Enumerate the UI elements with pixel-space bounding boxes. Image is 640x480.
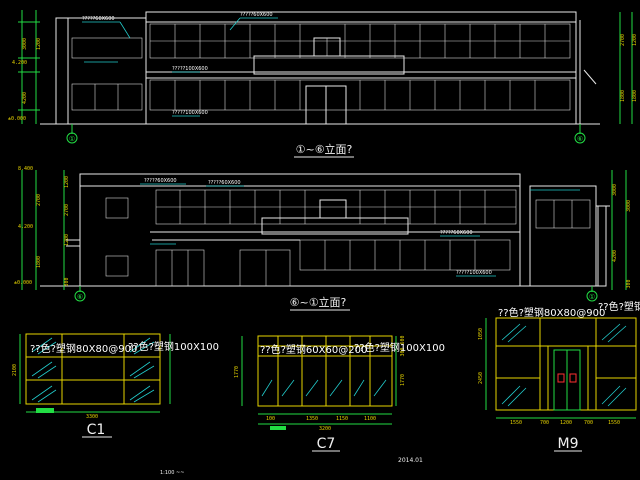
level-1: 4.200: [12, 60, 27, 66]
right-wing: [529, 185, 597, 287]
m9-dim-b2: 700: [540, 420, 549, 426]
footer-date: 2014.01: [398, 457, 423, 464]
dim-right-1: 2700: [620, 34, 626, 46]
axis-label-left-2: ⑥: [77, 293, 83, 301]
axis-bubble-right-2: [586, 290, 598, 302]
callout-b1: ?????60X600: [144, 178, 177, 184]
c7-dim-block: [270, 426, 286, 430]
c7-dim-r2: 300: [400, 347, 406, 356]
callout-b3: ?????60X600: [440, 230, 473, 236]
m9-callout-right: ??色?塑钢: [598, 300, 640, 313]
c7-frame: [257, 335, 393, 407]
m9-dim-l2: 2450: [478, 372, 484, 384]
c7-dim-r3: 1770: [400, 374, 406, 386]
m9-dim-b4: 700: [584, 420, 593, 426]
c7-dim-b1: 100: [266, 416, 275, 422]
c7-dim-left: 1770: [234, 366, 240, 378]
dim-left-b1: 1200: [64, 176, 70, 188]
c7-callout-left: ??色?塑钢60X60@200: [260, 343, 367, 356]
c7-dim-b3: 1150: [336, 416, 348, 422]
elevation-top: ① ⑥ 3000 1200 4.200 4200 ±0.000 2700 120…: [8, 10, 638, 158]
c7-callout-right: ??色?塑钢100X100: [354, 341, 445, 354]
dim-right-4: 1800: [632, 90, 638, 102]
c1-dim-width: 3300: [86, 414, 98, 420]
footer-note: 1:100 ~~: [160, 470, 184, 476]
axis-label-left: ①: [69, 135, 75, 143]
callout-4: ?????100X600: [172, 110, 208, 116]
detail-m9: 1050 2450 1550 700 1200 700 1550 ??色?塑钢8…: [478, 300, 640, 452]
callout-b4: ?????100X600: [456, 270, 492, 276]
dim-left-b5: 1800: [36, 256, 42, 268]
callout-3: ?????100X600: [172, 66, 208, 72]
axis-bubble-left: [66, 132, 78, 144]
c1-label: C1: [87, 422, 106, 438]
level-ground: ±0.000: [8, 116, 26, 122]
level-2: 4200: [22, 92, 28, 104]
dim-right-b4: 300: [626, 279, 632, 288]
c1-frame: [25, 333, 161, 405]
level-ground-2: ±0.000: [14, 280, 32, 286]
m9-frame: [495, 317, 637, 411]
c7-dim-total: 3200: [319, 426, 331, 432]
dim-right-2: 1200: [632, 34, 638, 46]
callout-2: ?????60X600: [240, 12, 273, 18]
dim-left-b2: 2700: [64, 204, 70, 216]
dim-right-b2: 3000: [626, 200, 632, 212]
dim-left-2: 1200: [36, 38, 42, 50]
canopy-2: [261, 217, 409, 235]
axis-bubble-left-2: [74, 290, 86, 302]
level-mid-2: 4.200: [18, 224, 33, 230]
elevation-top-title: ①~⑥立面?: [296, 142, 353, 156]
c1-dim-block: [36, 408, 54, 413]
dim-left-1: 3000: [22, 38, 28, 50]
m9-label: M9: [558, 436, 579, 452]
main-block: [145, 11, 577, 125]
axis-bubble-right: [574, 132, 586, 144]
main-block-2: [79, 173, 521, 287]
canopy: [253, 55, 405, 75]
elevation-bottom-title: ⑥~①立面?: [290, 295, 347, 309]
left-pier: [55, 17, 69, 125]
c1-callout-left: ??色?塑钢80X80@900: [30, 342, 137, 355]
detail-c7: 600 300 1770 1770 100 1350 1150 1100 320…: [234, 335, 445, 452]
m9-callout-left: ??色?塑钢80X80@900: [498, 306, 605, 319]
c7-dim-b2: 1350: [306, 416, 318, 422]
detail-c1: 2100 3300 ??色?塑钢80X80@900 ??色?塑钢100X100 …: [12, 333, 219, 438]
dim-left-b6: 300: [64, 277, 70, 286]
level-top-2: 8.400: [18, 166, 33, 172]
axis-label-right-2: ①: [589, 293, 595, 301]
m9-dim-l1: 1050: [478, 328, 484, 340]
callout-b2: ?????60X600: [208, 180, 241, 186]
axis-label-right: ⑥: [577, 135, 583, 143]
c1-dim-height: 2100: [12, 364, 18, 376]
elevation-bottom: ⑥ ① 8.400 4.200 ±0.000 1200 2700 2700 12…: [14, 166, 632, 311]
left-wing: [67, 17, 147, 125]
m9-dim-b5: 1550: [608, 420, 620, 426]
dim-right-b3: 4200: [612, 250, 618, 262]
dim-right-b1: 3000: [612, 184, 618, 196]
dim-left-b3: 2700: [36, 194, 42, 206]
c7-dim-b4: 1100: [364, 416, 376, 422]
m9-dim-b3: 1200: [560, 420, 572, 426]
m9-dim-b1: 1550: [510, 420, 522, 426]
c7-dim-r1: 600: [400, 335, 406, 344]
dim-left-b4: 1200: [64, 234, 70, 246]
c7-label: C7: [317, 436, 336, 452]
dim-right-3: 1800: [620, 90, 626, 102]
callout-1: ?????60X600: [82, 16, 115, 22]
c1-callout-right: ??色?塑钢100X100: [128, 340, 219, 353]
